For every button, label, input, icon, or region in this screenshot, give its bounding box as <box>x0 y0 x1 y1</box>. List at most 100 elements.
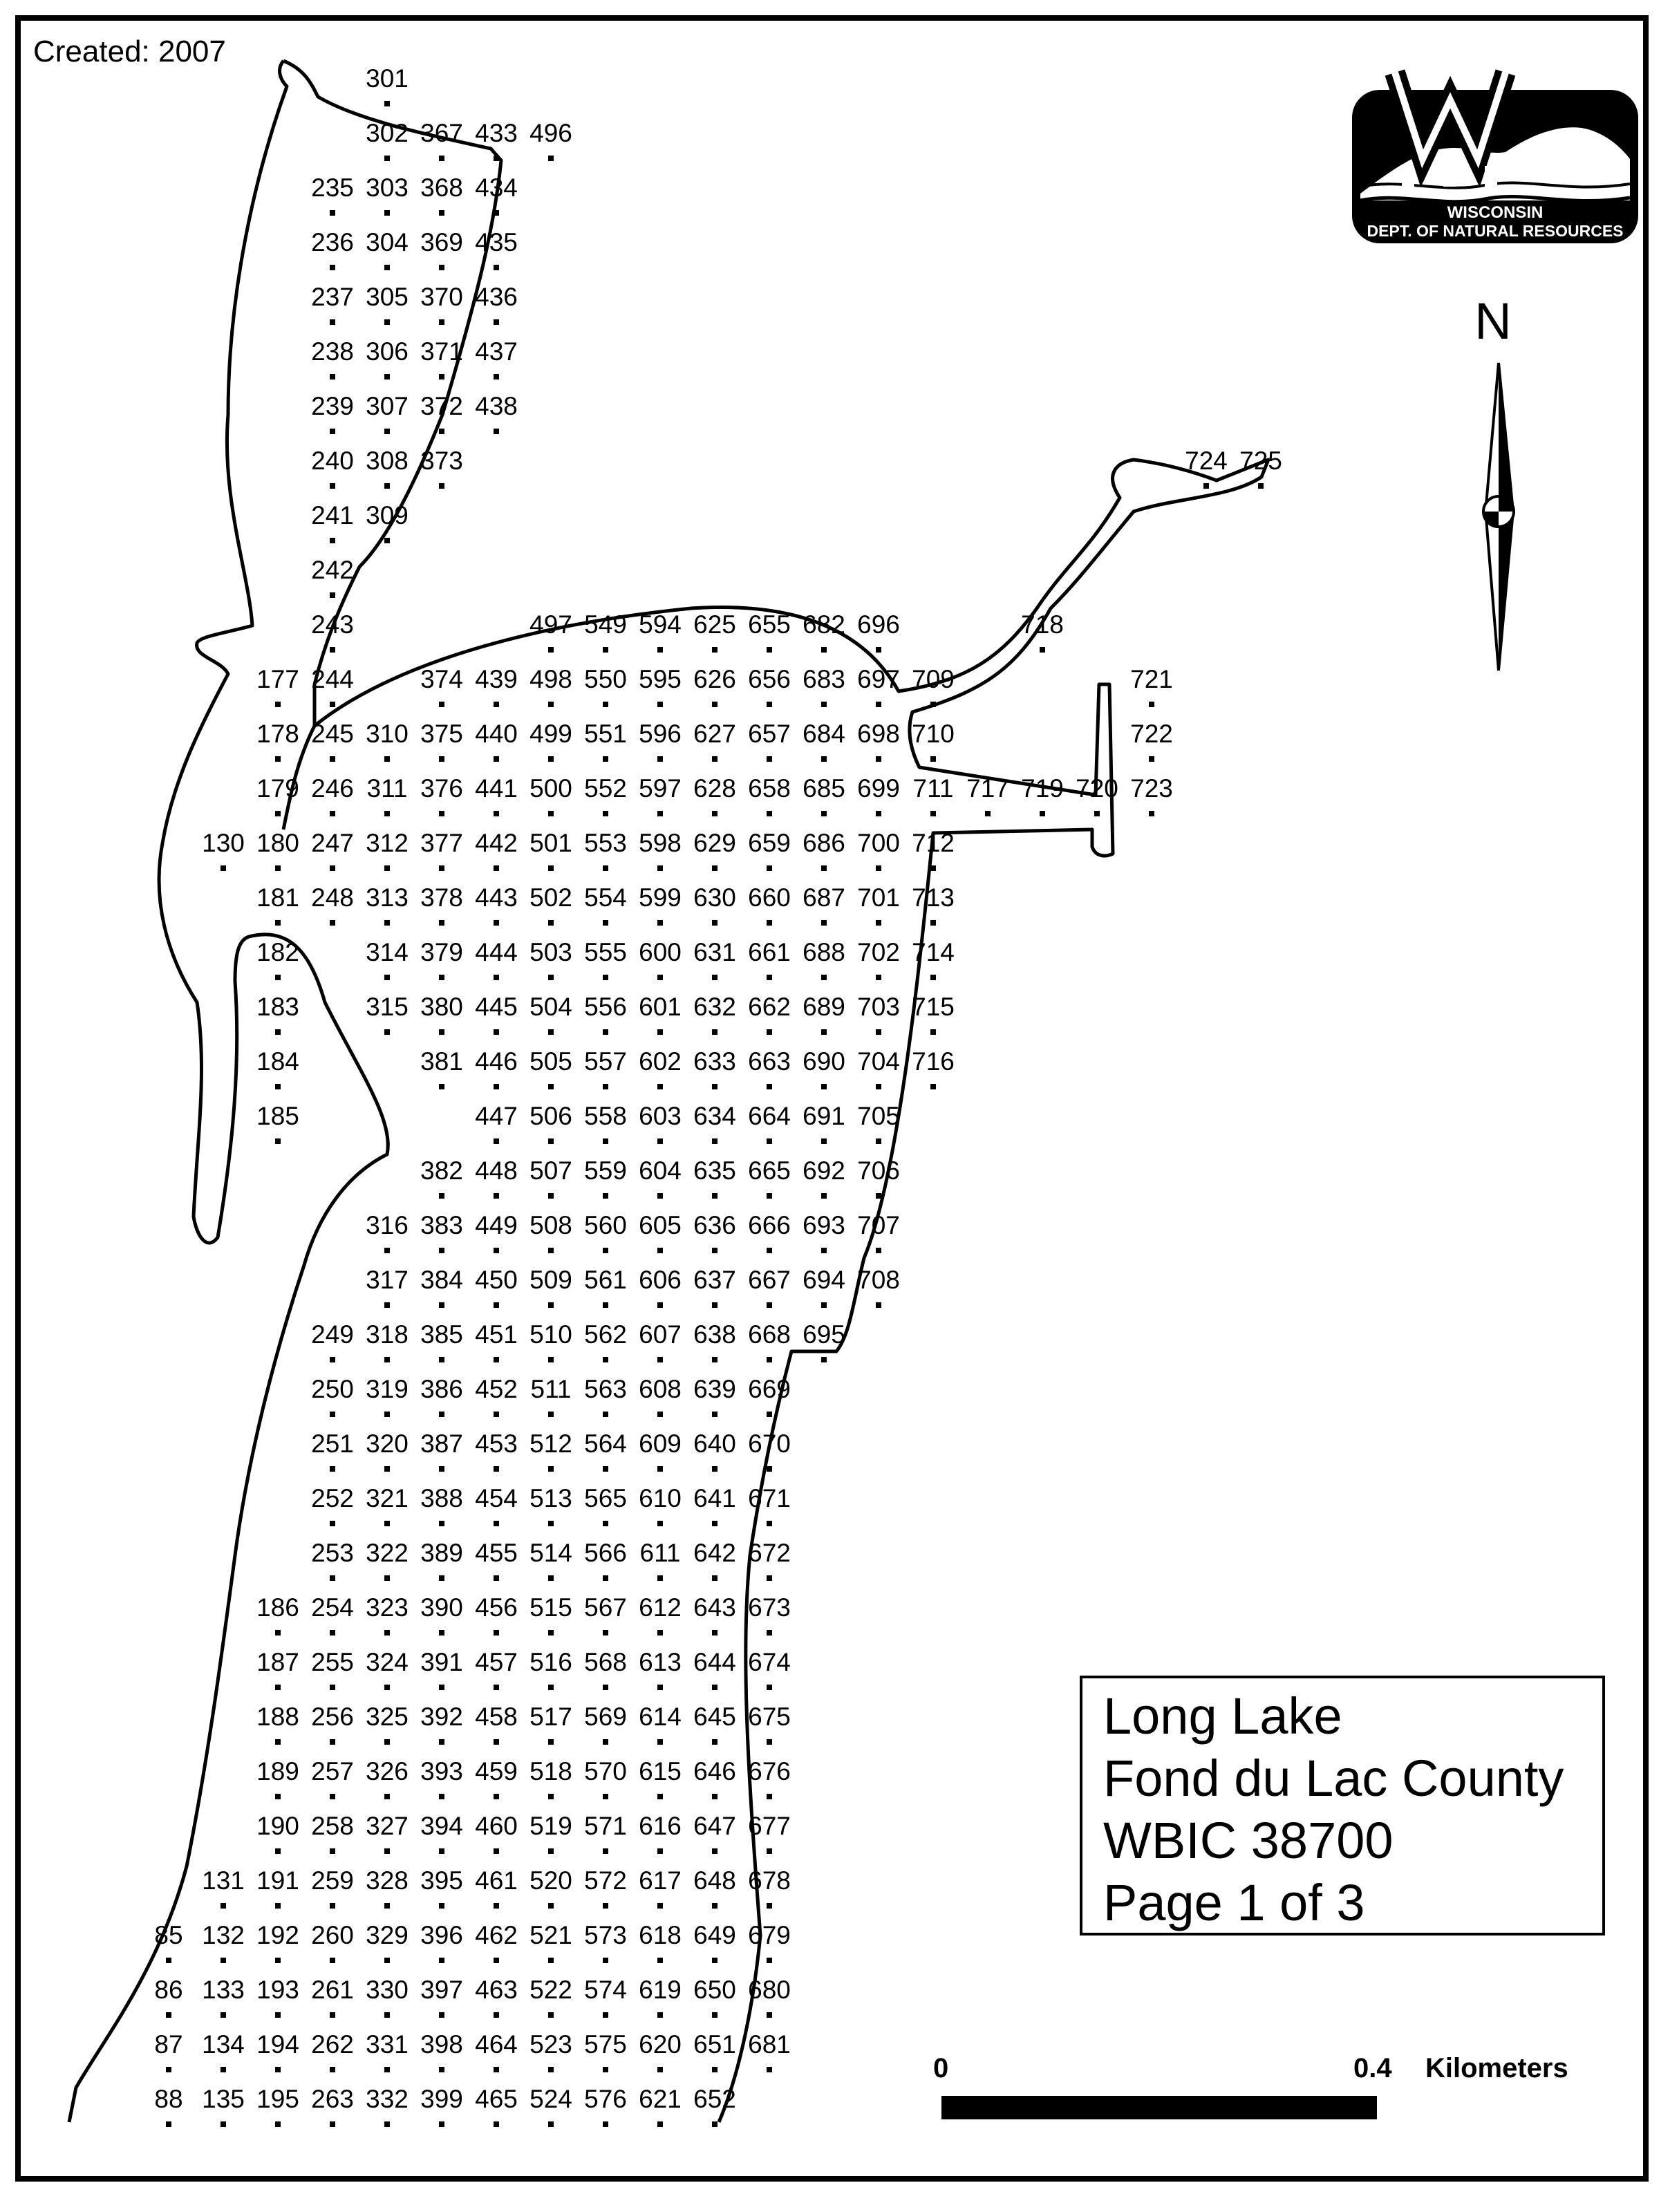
point-label-698: 698 <box>857 720 900 748</box>
point-marker-245 <box>330 756 335 762</box>
point-marker-498 <box>548 702 554 707</box>
point-label-706: 706 <box>857 1156 900 1185</box>
point-label-655: 655 <box>748 610 791 639</box>
point-label-191: 191 <box>256 1866 299 1895</box>
point-label-690: 690 <box>803 1047 845 1076</box>
point-label-569: 569 <box>584 1703 627 1731</box>
point-marker-310 <box>384 756 390 762</box>
point-label-683: 683 <box>803 665 845 693</box>
point-marker-627 <box>712 756 717 762</box>
point-marker-368 <box>439 210 444 216</box>
point-label-563: 563 <box>584 1375 627 1403</box>
point-label-464: 464 <box>475 2030 518 2059</box>
point-marker-619 <box>657 2012 663 2018</box>
point-label-703: 703 <box>857 993 900 1021</box>
point-marker-235 <box>330 210 335 216</box>
point-marker-389 <box>439 1575 444 1581</box>
point-label-379: 379 <box>420 938 463 966</box>
point-marker-625 <box>712 647 717 653</box>
point-label-641: 641 <box>693 1484 736 1512</box>
point-marker-656 <box>767 702 772 707</box>
point-marker-444 <box>494 975 499 980</box>
point-label-452: 452 <box>475 1375 518 1403</box>
lake-name: Long Lake <box>1103 1687 1342 1745</box>
point-label-615: 615 <box>639 1757 682 1785</box>
point-marker-382 <box>439 1193 444 1199</box>
point-marker-628 <box>712 811 717 816</box>
point-label-319: 319 <box>366 1375 409 1403</box>
scale-bar-rule <box>941 2096 1377 2119</box>
point-marker-626 <box>712 702 717 707</box>
point-marker-392 <box>439 1739 444 1745</box>
point-label-369: 369 <box>420 228 463 256</box>
point-label-596: 596 <box>639 720 682 748</box>
point-label-307: 307 <box>366 392 409 420</box>
point-marker-258 <box>330 1848 335 1854</box>
point-label-258: 258 <box>311 1812 354 1840</box>
point-label-602: 602 <box>639 1047 682 1076</box>
point-label-243: 243 <box>311 610 354 639</box>
point-label-707: 707 <box>857 1211 900 1239</box>
point-label-675: 675 <box>748 1703 791 1731</box>
point-label-718: 718 <box>1021 610 1064 639</box>
point-marker-456 <box>494 1630 499 1635</box>
point-label-504: 504 <box>529 993 572 1021</box>
point-marker-442 <box>494 865 499 871</box>
point-marker-449 <box>494 1248 499 1253</box>
point-label-392: 392 <box>420 1703 463 1731</box>
point-marker-661 <box>767 975 772 980</box>
point-label-460: 460 <box>475 1812 518 1840</box>
point-marker-435 <box>494 265 499 270</box>
point-label-656: 656 <box>748 665 791 693</box>
point-label-301: 301 <box>366 64 409 93</box>
point-marker-187 <box>275 1685 281 1690</box>
point-label-708: 708 <box>857 1266 900 1294</box>
point-label-519: 519 <box>529 1812 572 1840</box>
point-marker-595 <box>657 702 663 707</box>
point-marker-448 <box>494 1193 499 1199</box>
point-marker-723 <box>1149 811 1154 816</box>
point-label-331: 331 <box>366 2030 409 2059</box>
point-label-501: 501 <box>529 829 572 857</box>
point-label-498: 498 <box>529 665 572 693</box>
point-marker-568 <box>603 1685 608 1690</box>
point-label-380: 380 <box>420 993 463 1021</box>
point-marker-332 <box>384 2121 390 2127</box>
point-marker-238 <box>330 374 335 379</box>
point-marker-692 <box>821 1193 827 1199</box>
point-marker-255 <box>330 1685 335 1690</box>
point-label-195: 195 <box>256 2085 299 2113</box>
scale-bar: 0 0.4 Kilometers <box>926 2053 1617 2129</box>
point-label-455: 455 <box>475 1539 518 1567</box>
point-marker-303 <box>384 210 390 216</box>
point-marker-567 <box>603 1630 608 1635</box>
point-label-322: 322 <box>366 1539 409 1567</box>
point-marker-551 <box>603 756 608 762</box>
point-label-179: 179 <box>256 774 299 803</box>
point-label-554: 554 <box>584 883 627 912</box>
point-label-252: 252 <box>311 1484 354 1512</box>
point-marker-714 <box>930 975 936 980</box>
point-marker-645 <box>712 1739 717 1745</box>
point-label-520: 520 <box>529 1866 572 1895</box>
point-marker-686 <box>821 865 827 871</box>
point-marker-563 <box>603 1412 608 1417</box>
point-label-572: 572 <box>584 1866 627 1895</box>
lake-west-shoreline <box>67 59 390 2123</box>
point-marker-675 <box>767 1739 772 1745</box>
point-label-397: 397 <box>420 1976 463 2004</box>
point-marker-304 <box>384 265 390 270</box>
point-marker-685 <box>821 811 827 816</box>
point-marker-712 <box>930 865 936 871</box>
point-marker-180 <box>275 865 281 871</box>
point-label-329: 329 <box>366 1921 409 1949</box>
point-label-86: 86 <box>154 1976 182 2004</box>
point-marker-703 <box>876 1029 881 1035</box>
point-label-385: 385 <box>420 1320 463 1349</box>
point-marker-262 <box>330 2067 335 2072</box>
point-label-705: 705 <box>857 1102 900 1130</box>
point-label-629: 629 <box>693 829 736 857</box>
point-label-679: 679 <box>748 1921 791 1949</box>
point-label-704: 704 <box>857 1047 900 1076</box>
point-label-717: 717 <box>966 774 1009 803</box>
